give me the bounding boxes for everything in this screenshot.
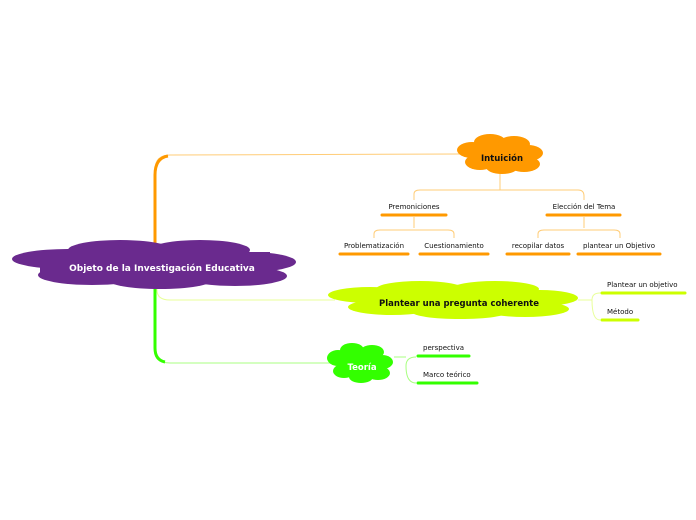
intuicion-cloud (457, 134, 543, 174)
cuestionamiento-node[interactable]: Cuestionamiento (418, 242, 490, 256)
eleccion-node[interactable]: Elección del Tema (545, 203, 622, 217)
connectors-main (153, 153, 461, 364)
plantear-objetivo-node[interactable]: plantear un Objetivo (576, 242, 662, 256)
teoria-label: Teoría (347, 363, 376, 373)
perspectiva-node[interactable]: perspectiva (416, 344, 471, 358)
central-cloud (12, 240, 296, 289)
connector-thick-green (153, 282, 166, 364)
premoniciones-label: Premoniciones (388, 203, 439, 211)
premoniciones-node[interactable]: Premoniciones (380, 203, 448, 217)
pregunta-cloud (328, 281, 578, 319)
eleccion-label: Elección del Tema (553, 203, 616, 211)
central-node[interactable]: Objeto de la Investigación Educativa (12, 240, 296, 289)
recopilar-datos-node[interactable]: recopilar datos (505, 242, 571, 256)
recopilar-datos-label: recopilar datos (512, 242, 565, 250)
connector-thick-orange (153, 154, 169, 258)
central-label: Objeto de la Investigación Educativa (69, 263, 255, 274)
connector-to-pregunta (156, 282, 335, 301)
problematizacion-node[interactable]: Problematización (338, 242, 410, 256)
marco-teorico-label: Marco teórico (423, 371, 471, 379)
connectors-teoria (394, 356, 417, 384)
perspectiva-label: perspectiva (423, 344, 464, 352)
pregunta-label: Plantear una pregunta coherente (379, 299, 539, 309)
marco-teorico-node[interactable]: Marco teórico (416, 371, 479, 385)
intuicion-node[interactable]: Intuición (457, 134, 543, 174)
problematizacion-label: Problematización (344, 242, 404, 250)
intuicion-label: Intuición (481, 153, 523, 164)
plantear-un-objetivo-node[interactable]: Plantear un objetivo (600, 281, 687, 295)
teoria-node[interactable]: Teoría (327, 343, 393, 383)
cuestionamiento-label: Cuestionamiento (424, 242, 484, 250)
teoria-cloud (327, 343, 393, 383)
metodo-label: Método (607, 308, 633, 316)
plantear-un-objetivo-label: Plantear un objetivo (607, 281, 678, 289)
plantear-objetivo-label: plantear un Objetivo (583, 242, 655, 250)
pregunta-node[interactable]: Plantear una pregunta coherente (328, 281, 578, 319)
connector-to-teoria (154, 282, 334, 364)
metodo-node[interactable]: Método (600, 308, 640, 322)
